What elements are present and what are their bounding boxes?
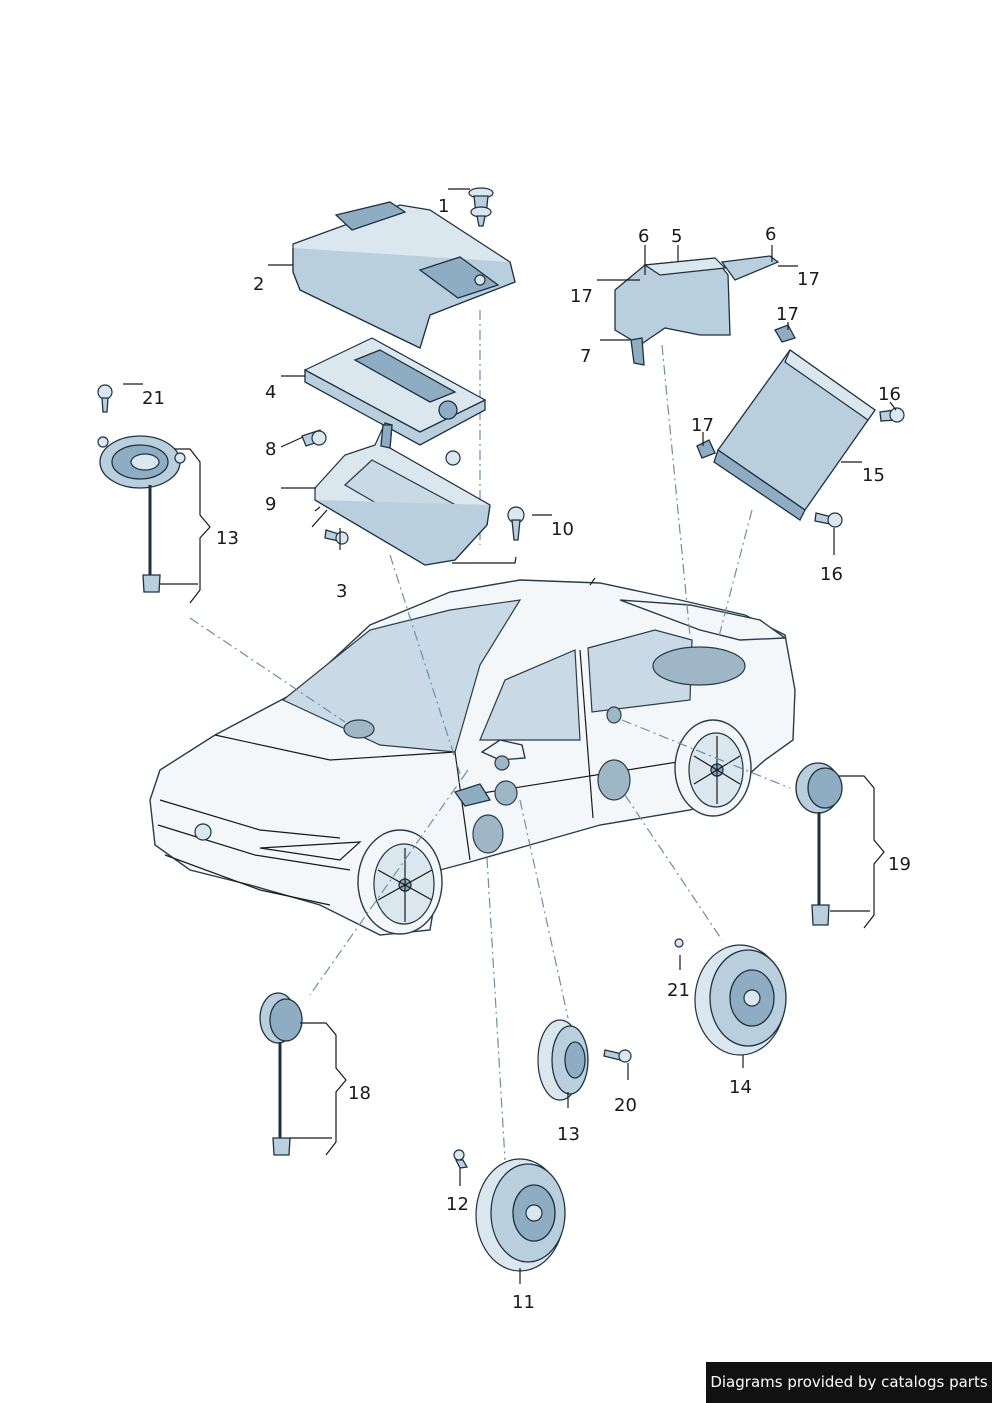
callout-15: 15: [862, 465, 885, 486]
callout-4: 4: [265, 382, 276, 403]
part-8-screw: [301, 429, 327, 447]
part-13-tweeter-top: [97, 384, 186, 593]
part-18-tweeter: [259, 992, 303, 1156]
part-15-control-unit: [713, 349, 876, 521]
part-4-module: [303, 337, 487, 446]
callout-21-right: 21: [667, 980, 690, 1001]
callout-19: 19: [888, 854, 911, 875]
part-11-speaker: [453, 1149, 566, 1272]
part-3-screw: [324, 529, 349, 545]
callout-13-mid: 13: [557, 1124, 580, 1145]
part-5-bracket: [614, 255, 780, 366]
part-1-clip: [468, 187, 494, 227]
callout-5: 5: [671, 226, 682, 247]
part-14-speaker: [674, 938, 787, 1056]
screws: [301, 429, 525, 545]
callout-6-left: 6: [638, 226, 649, 247]
callout-17-d: 17: [691, 415, 714, 436]
credit-banner[interactable]: Diagrams provided by catalogs parts: [706, 1362, 992, 1403]
callout-17-a: 17: [570, 286, 593, 307]
callout-17-b: 17: [797, 269, 820, 290]
callout-18: 18: [348, 1083, 371, 1104]
callout-12: 12: [446, 1194, 469, 1215]
small-fasteners: [696, 324, 905, 528]
callout-labels: 1 2 3 4 5 6 6 7 8 9 10 11 12 13 13 14 15…: [142, 196, 911, 1313]
part-20-screw: [603, 1049, 632, 1063]
callout-7: 7: [580, 346, 591, 367]
car-illustration: [149, 577, 796, 936]
callout-13-top: 13: [216, 528, 239, 549]
leader-lines: [123, 188, 897, 1284]
callout-14: 14: [729, 1077, 752, 1098]
callout-21-top: 21: [142, 388, 165, 409]
part-9-bracket: [314, 422, 491, 566]
callout-11: 11: [512, 1292, 535, 1313]
nut: [445, 450, 461, 466]
part-10-screw: [507, 506, 525, 541]
part-2-cover: [292, 201, 516, 349]
callout-2: 2: [253, 274, 264, 295]
part-16-screw-upper: [879, 407, 905, 423]
callout-20: 20: [614, 1095, 637, 1116]
callout-17-c: 17: [776, 304, 799, 325]
callout-3: 3: [336, 581, 347, 602]
callout-8: 8: [265, 439, 276, 460]
part-13-speaker-mid: [537, 1019, 632, 1101]
part-16-screw-lower: [814, 512, 843, 528]
part-19-tweeter: [795, 762, 843, 926]
callout-9: 9: [265, 494, 276, 515]
part-12-screw: [453, 1149, 469, 1169]
callout-1: 1: [438, 196, 449, 217]
callout-10: 10: [551, 519, 574, 540]
callout-6-right: 6: [765, 224, 776, 245]
callout-16-lower: 16: [820, 564, 843, 585]
callout-16-upper: 16: [878, 384, 901, 405]
